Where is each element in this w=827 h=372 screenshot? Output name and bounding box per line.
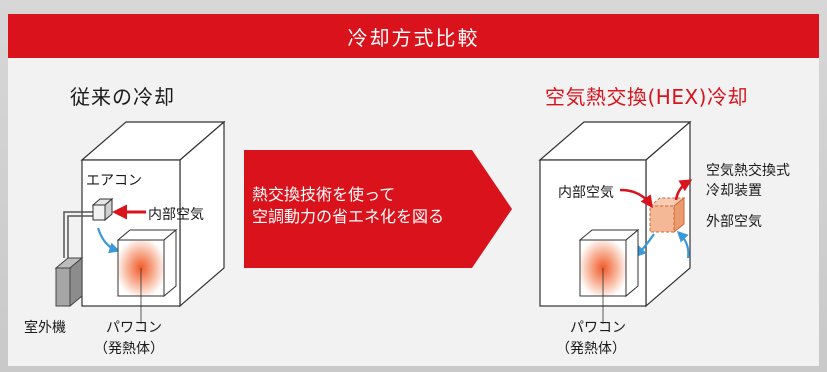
left-pcs-label: パワコン: [106, 320, 162, 336]
center-arrow-text: 熱交換技術を使って 空調動力の省エネ化を図る: [252, 184, 444, 228]
pcs-right: [578, 228, 640, 298]
aircon-label: エアコン: [86, 173, 142, 189]
external-air-label: 外部空気: [706, 214, 762, 230]
outdoor-unit-label: 室外機: [24, 320, 66, 336]
center-text-line1: 熱交換技術を使って: [252, 185, 396, 204]
hex-unit: [648, 196, 686, 234]
right-heading: 空気熱交換(HEX)冷却: [545, 85, 748, 109]
hot-air-out-arrow: [674, 179, 693, 201]
refrigerant-pipe: [63, 211, 97, 258]
right-pcs-label: パワコン: [570, 320, 626, 336]
hex-label-line2: 冷却装置: [706, 183, 762, 199]
pcs-left: [116, 228, 178, 298]
right-internal-air-label: 内部空気: [558, 185, 614, 201]
left-pcs-sub-label: （発熱体）: [94, 341, 164, 357]
outdoor-unit: [54, 256, 84, 308]
cool-air-arrow-left: [96, 227, 121, 254]
center-arrow: [244, 150, 512, 268]
cool-air-arrow-right: [634, 233, 655, 258]
hex-label-line1: 空気熱交換式: [706, 163, 790, 179]
external-air-arrow: [676, 230, 690, 259]
center-text-line2: 空調動力の省エネ化を図る: [252, 207, 445, 226]
right-pcs-sub-label: （発熱体）: [556, 341, 626, 357]
internal-air-arrow-right: [619, 188, 653, 209]
aircon-unit: [91, 197, 114, 222]
left-heading: 従来の冷却: [70, 85, 175, 109]
title-banner: 冷却方式比較: [8, 14, 819, 58]
left-internal-air-label: 内部空気: [148, 207, 204, 223]
diagram-title: 冷却方式比較: [347, 25, 480, 50]
